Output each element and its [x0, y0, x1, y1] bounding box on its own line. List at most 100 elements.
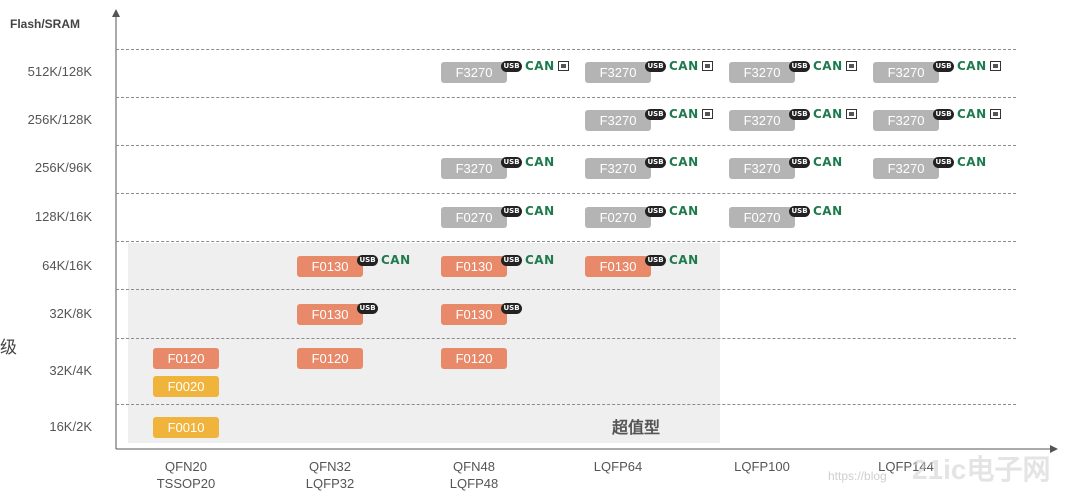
x-tick-line1: QFN20: [165, 459, 207, 474]
grid-line: [116, 404, 1016, 405]
feature-badges: USB: [357, 300, 378, 316]
x-tick-line1: LQFP144: [878, 459, 934, 474]
usb-icon: USB: [357, 254, 378, 266]
chip-f0020: F0020: [153, 376, 219, 397]
grid-line: [116, 97, 1016, 98]
can-icon: CAN: [669, 204, 699, 218]
x-tick-label: LQFP144: [846, 458, 966, 475]
x-tick-label: LQFP64: [558, 458, 678, 475]
value-series-label: 超值型: [612, 420, 661, 437]
feature-badges: USB: [501, 300, 522, 316]
usb-icon: USB: [645, 254, 666, 266]
usb-icon: USB: [789, 156, 810, 168]
usb-icon: USB: [501, 302, 522, 314]
x-tick-line1: QFN32: [309, 459, 351, 474]
x-tick-line1: LQFP100: [734, 459, 790, 474]
chip-f3270: F3270: [585, 62, 651, 83]
grid-line: [116, 338, 1016, 339]
can-icon: CAN: [669, 107, 699, 121]
can-icon: CAN: [813, 155, 843, 169]
grid-line: [116, 241, 1016, 242]
grid-line: [116, 145, 1016, 146]
chip-f0270: F0270: [729, 207, 795, 228]
chip-f3270: F3270: [873, 110, 939, 131]
chip-f3270: F3270: [729, 62, 795, 83]
x-tick-line1: QFN48: [453, 459, 495, 474]
usb-icon: USB: [789, 108, 810, 120]
can-icon: CAN: [669, 253, 699, 267]
x-axis-arrow: [1050, 445, 1058, 453]
ethernet-icon: [557, 61, 569, 71]
x-tick-line2: LQFP48: [449, 476, 499, 491]
watermark-url: https://blog: [828, 469, 887, 483]
y-axis-arrow: [112, 9, 120, 17]
can-icon: CAN: [669, 59, 699, 73]
usb-icon: USB: [501, 60, 522, 72]
can-icon: CAN: [381, 253, 411, 267]
usb-icon: USB: [933, 108, 954, 120]
chip-f0130: F0130: [441, 304, 507, 325]
y-tick-label: 16K/2K: [49, 419, 92, 434]
grid-line: [116, 49, 1016, 50]
usb-icon: USB: [501, 156, 522, 168]
chip-f0120: F0120: [297, 348, 363, 369]
side-character: 级: [0, 338, 17, 357]
usb-icon: USB: [645, 205, 666, 217]
x-tick-line1: LQFP64: [593, 459, 643, 474]
chip-f0010: F0010: [153, 417, 219, 438]
y-tick-label: 256K/96K: [34, 160, 92, 175]
usb-icon: USB: [501, 254, 522, 266]
x-tick-line2: LQFP32: [305, 476, 355, 491]
chip-f3270: F3270: [441, 62, 507, 83]
grid-line: [116, 289, 1016, 290]
usb-icon: USB: [501, 205, 522, 217]
can-icon: CAN: [525, 253, 555, 267]
chip-f0130: F0130: [585, 256, 651, 277]
can-icon: CAN: [813, 59, 843, 73]
can-icon: CAN: [957, 107, 987, 121]
x-tick-label: LQFP100: [702, 458, 822, 475]
chip-f0270: F0270: [441, 207, 507, 228]
chip-f0120: F0120: [153, 348, 219, 369]
can-icon: CAN: [957, 59, 987, 73]
y-tick-label: 64K/16K: [42, 258, 92, 273]
chip-f3270: F3270: [585, 158, 651, 179]
usb-icon: USB: [789, 60, 810, 72]
chip-f0130: F0130: [297, 304, 363, 325]
y-tick-label: 32K/4K: [49, 363, 92, 378]
chip-f3270: F3270: [585, 110, 651, 131]
ethernet-icon: [701, 109, 713, 119]
y-axis-title: Flash/SRAM: [10, 17, 81, 31]
can-icon: CAN: [525, 204, 555, 218]
ethernet-icon: [701, 61, 713, 71]
x-tick-line2: TSSOP20: [156, 476, 216, 491]
ethernet-icon: [989, 61, 1001, 71]
y-tick-label: 512K/128K: [27, 64, 92, 79]
ethernet-icon: [845, 109, 857, 119]
can-icon: CAN: [669, 155, 699, 169]
chip-f3270: F3270: [729, 158, 795, 179]
usb-icon: USB: [645, 60, 666, 72]
chip-f0270: F0270: [585, 207, 651, 228]
usb-icon: USB: [933, 60, 954, 72]
